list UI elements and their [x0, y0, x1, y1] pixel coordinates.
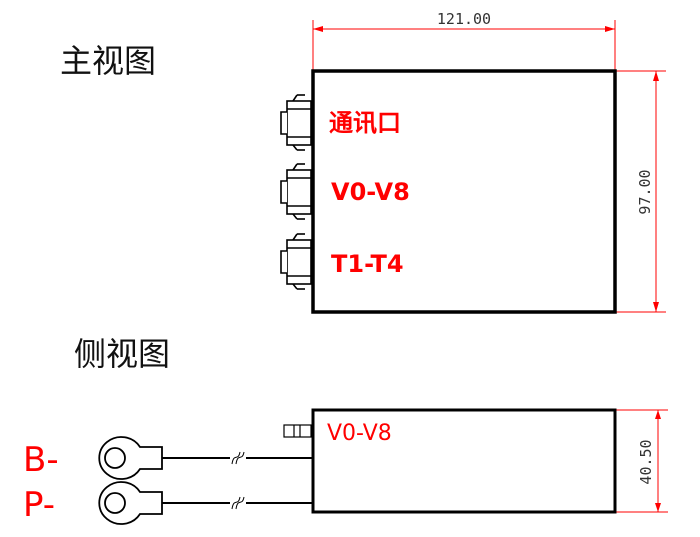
side-connector — [283, 424, 312, 438]
port-label-comm: 通讯口 — [329, 109, 401, 137]
front-width-value: 121.00 — [437, 10, 491, 28]
wire-b-minus — [98, 436, 313, 480]
wire-p-minus — [98, 481, 313, 525]
front-view-title: 主视图 — [60, 42, 156, 80]
front-width-dimension — [312, 20, 616, 70]
front-height-dimension — [615, 70, 666, 313]
port-label-v0-v8: V0-V8 — [331, 178, 410, 206]
side-height-dimension — [615, 409, 668, 513]
connector-v0-v8 — [280, 163, 312, 220]
side-view-title: 侧视图 — [74, 335, 170, 373]
wire-label-p: P- — [23, 485, 55, 525]
side-port-label: V0-V8 — [327, 421, 392, 446]
port-label-t1-t4: T1-T4 — [331, 250, 404, 278]
side-body-outline — [311, 408, 617, 514]
front-height-value: 97.00 — [636, 169, 654, 214]
connector-comm — [280, 94, 312, 151]
connector-t1-t4 — [280, 233, 312, 290]
front-body-outline — [311, 69, 617, 314]
side-height-value: 40.50 — [637, 439, 655, 484]
wire-label-b: B- — [23, 440, 59, 480]
